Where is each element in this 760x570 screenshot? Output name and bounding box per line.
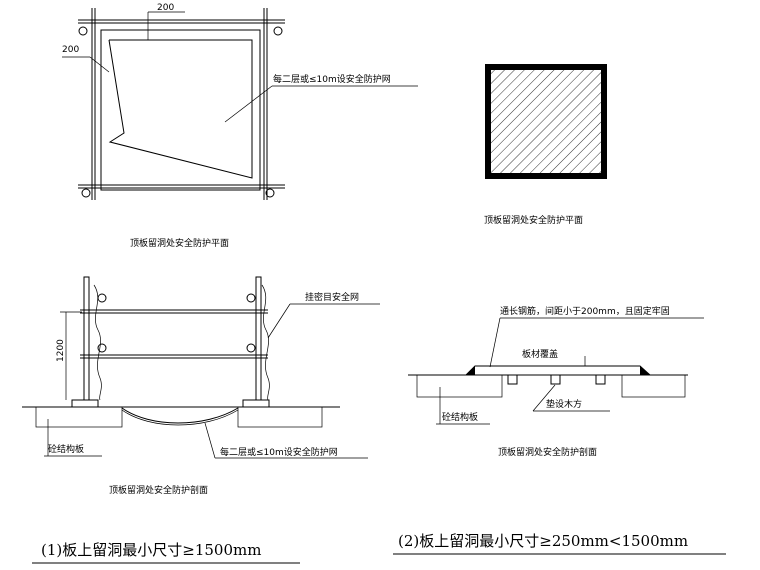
pipe-clamp (273, 26, 283, 36)
rebar-label: 通长钢筋，间距小于200mm，且固定牢固 (500, 305, 670, 317)
opening-outline (100, 29, 261, 191)
section-view-left: 1200 挂密目安全网 砼结构板 每二层或≤10m设安全防护网 顶板留洞处安全防… (22, 276, 380, 496)
pipe-clamp (78, 26, 88, 36)
net-label: 每二层或≤10m设安全防护网 (273, 73, 391, 85)
concrete-slab-left (35, 406, 123, 428)
caption-section-left: 顶板留洞处安全防护剖面 (109, 484, 208, 496)
pipe-clamp (81, 188, 91, 198)
plan-view-left: 200 200 每二层或≤10m设安全防护网 顶板留洞处安全防护平面 (62, 3, 418, 249)
slab-label: 砼结构板 (442, 411, 478, 423)
bottom-net (121, 409, 239, 426)
pipe-clamp (97, 293, 107, 303)
label-leader (204, 422, 216, 459)
height-dimension-text: 1200 (56, 339, 66, 362)
pipe-clamp (246, 343, 256, 353)
label-leader (267, 303, 291, 339)
bottom-net-label: 每二层或≤10m设安全防护网 (220, 446, 338, 458)
cover-edge (466, 366, 475, 375)
plan-view-right: 顶板留洞处安全防护平面 (484, 64, 607, 226)
cover-board-hatch (491, 70, 601, 173)
cover-board (464, 365, 652, 376)
post-left (83, 276, 90, 401)
slab-label: 砼结构板 (48, 443, 84, 455)
base-plate (242, 399, 270, 408)
pipe-clamp (265, 188, 275, 198)
pipe-clamp (97, 343, 107, 353)
cover-edge (640, 366, 650, 375)
concrete-slab-left (416, 374, 503, 398)
concrete-slab-right (621, 374, 686, 398)
caption-case-1: (1)板上留洞最小尺寸≥1500mm (41, 541, 261, 559)
mesh-net-left (93, 284, 102, 401)
pipe-clamp (246, 293, 256, 303)
bottom-net (121, 407, 239, 424)
wood-pad (507, 374, 518, 385)
label-leader (489, 317, 501, 368)
mesh-net-label: 挂密目安全网 (305, 291, 359, 303)
caption-section-right: 顶板留洞处安全防护剖面 (498, 446, 597, 458)
caption-plan-left: 顶板留洞处安全防护平面 (130, 237, 229, 249)
dimension-leader (89, 56, 110, 73)
label-leader (224, 85, 273, 123)
section-view-right: 通长钢筋，间距小于200mm，且固定牢固 板材覆盖 垫设木方 砼结构板 顶板留洞… (408, 305, 704, 458)
safety-net-outline (108, 39, 253, 179)
bottom-captions: (1)板上留洞最小尺寸≥1500mm (2)板上留洞最小尺寸≥250mm<150… (32, 532, 726, 564)
cover-label: 板材覆盖 (522, 348, 558, 360)
concrete-slab-right (237, 406, 323, 428)
dimension-text-top: 200 (157, 3, 174, 13)
caption-plan-right: 顶板留洞处安全防护平面 (484, 214, 583, 226)
wood-pad (595, 374, 606, 385)
wood-pad (550, 374, 561, 385)
base-plate (71, 399, 99, 408)
caption-case-2: (2)板上留洞最小尺寸≥250mm<1500mm (398, 532, 688, 550)
dimension-text-left: 200 (62, 45, 79, 55)
pad-label: 垫设木方 (546, 398, 582, 410)
post-right (255, 276, 262, 401)
mesh-net-right (261, 284, 270, 401)
label-leader (532, 384, 556, 412)
